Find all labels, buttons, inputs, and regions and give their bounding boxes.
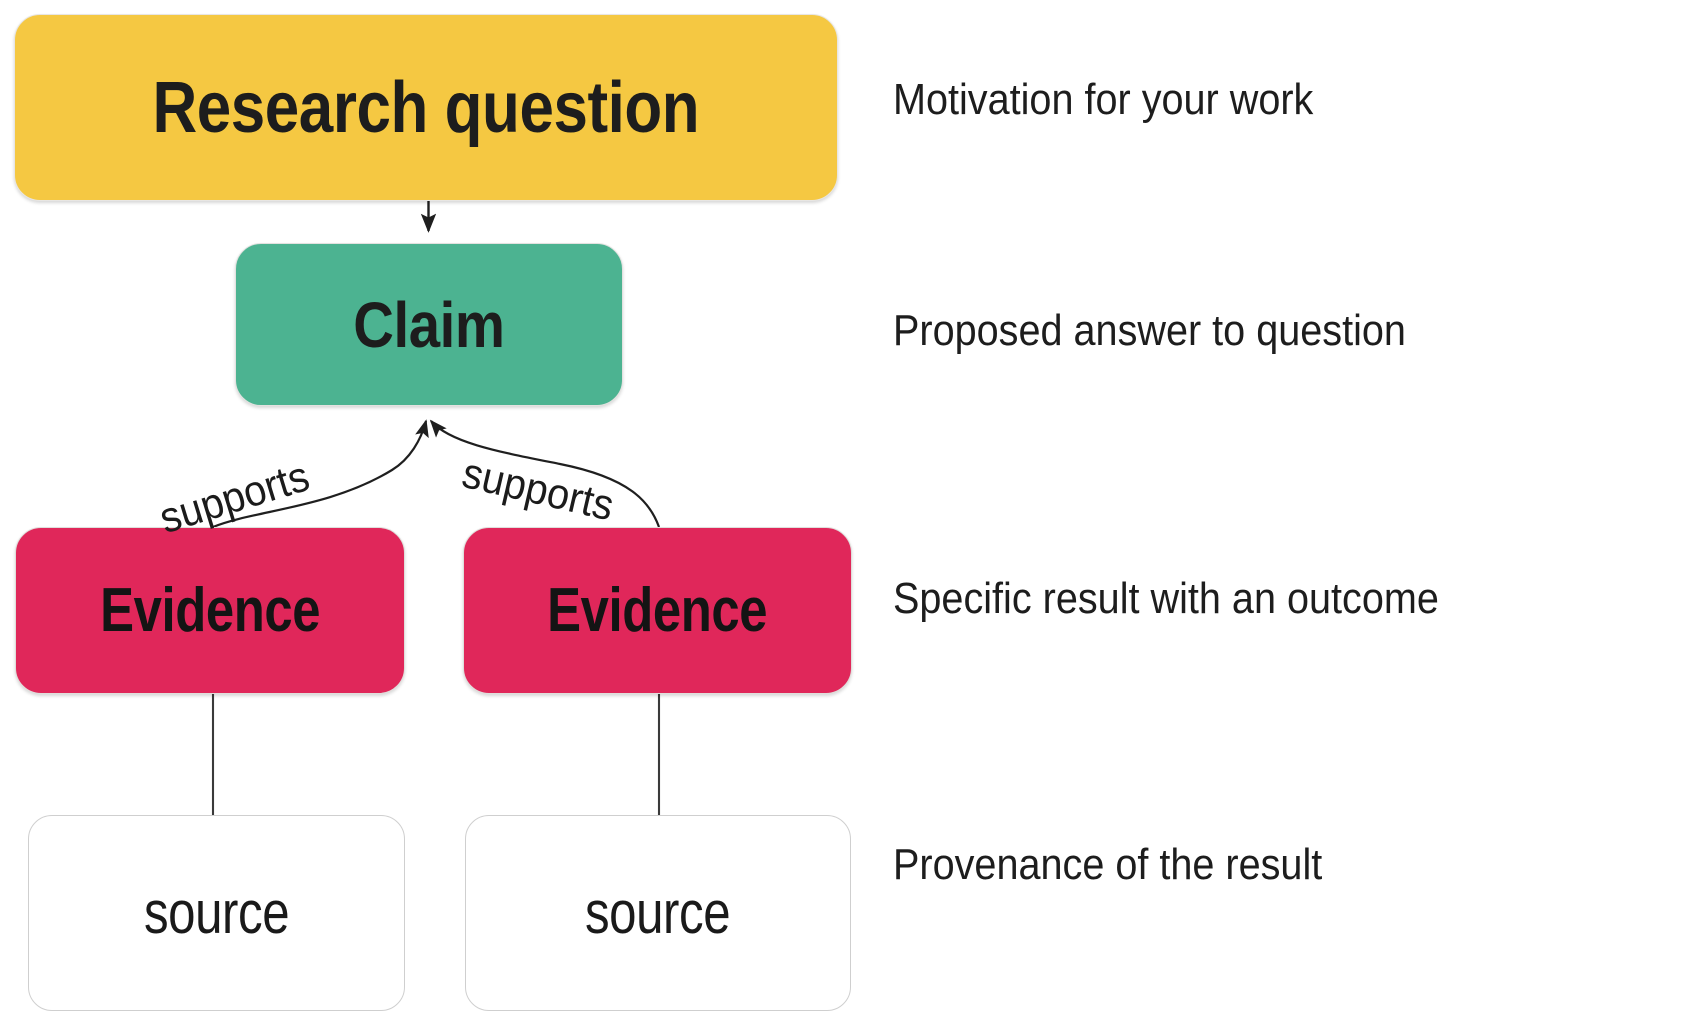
node-research-question[interactable]: Research question (14, 14, 838, 201)
node-claim-label: Claim (353, 288, 505, 361)
node-claim[interactable]: Claim (235, 243, 623, 406)
node-evidence-2[interactable]: Evidence (463, 527, 852, 694)
node-research-question-label: Research question (152, 67, 700, 148)
node-source-1-label: source (143, 879, 290, 946)
annotation-research-question: Motivation for your work (893, 75, 1314, 124)
annotation-source: Provenance of the result (893, 840, 1323, 889)
node-evidence-2-label: Evidence (547, 575, 768, 645)
node-evidence-1-label: Evidence (100, 575, 320, 645)
edge-label-supports-right: supports (457, 449, 619, 531)
node-source-2[interactable]: source (465, 815, 851, 1011)
annotation-evidence: Specific result with an outcome (893, 574, 1439, 623)
node-evidence-1[interactable]: Evidence (15, 527, 405, 694)
node-source-1[interactable]: source (28, 815, 405, 1011)
annotation-claim: Proposed answer to question (893, 306, 1406, 355)
node-source-2-label: source (585, 879, 731, 946)
